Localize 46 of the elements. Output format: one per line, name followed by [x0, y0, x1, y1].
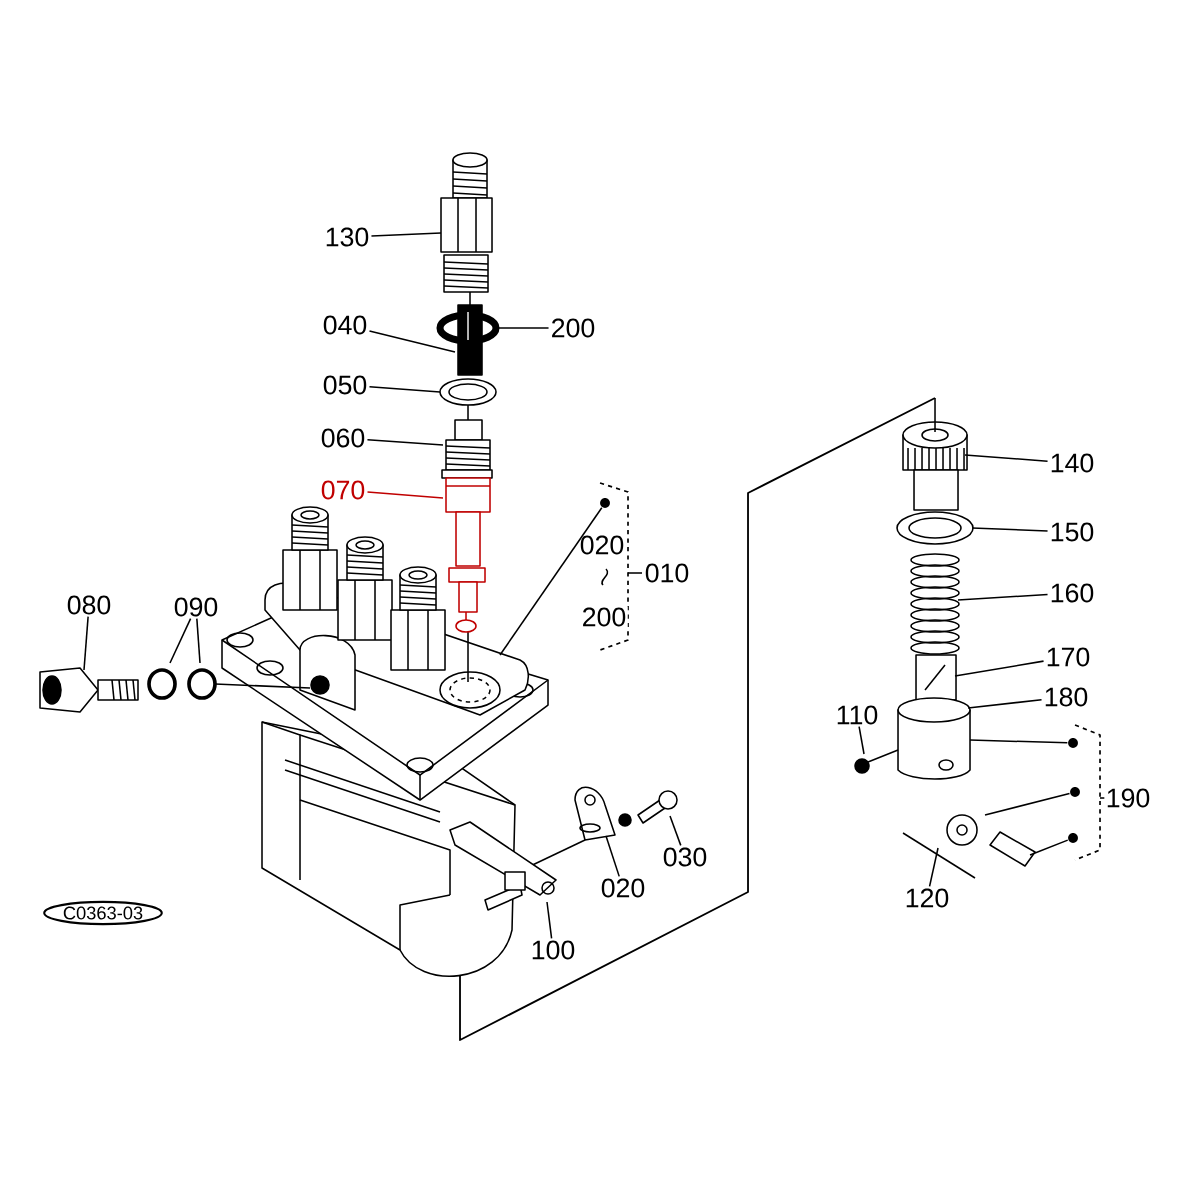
callout-number: 080	[67, 595, 111, 615]
leader-line	[496, 327, 550, 329]
callout-number: 070	[321, 480, 365, 500]
leader-line	[605, 835, 620, 878]
leader-line	[366, 491, 444, 499]
leader-line	[83, 615, 89, 671]
leader-line	[499, 506, 603, 656]
callout-number: 160	[1051, 583, 1094, 603]
callout-number: 200	[552, 318, 595, 338]
callout-number: 020	[601, 878, 645, 898]
callout-number: 110	[837, 705, 878, 725]
callout-number: 120	[906, 888, 949, 908]
drawing-code-label: C0363-03	[43, 900, 163, 926]
leader-line	[858, 725, 865, 755]
leader-line	[954, 660, 1045, 677]
callout-number: 100	[532, 940, 575, 960]
callout-number: 020	[578, 534, 626, 556]
leader-line	[368, 330, 456, 353]
leader-line	[1029, 839, 1069, 856]
callout-number: 150	[1051, 522, 1094, 542]
callout-number: 170	[1047, 647, 1090, 667]
leader-line	[969, 739, 1069, 744]
callout-number: 180	[1045, 687, 1088, 707]
callout-number: 010	[643, 562, 691, 584]
leader-line	[546, 901, 553, 940]
leader-line	[984, 792, 1071, 816]
leader-line	[196, 617, 201, 664]
callout-number: 130	[326, 227, 369, 247]
callout-number: 040	[323, 315, 367, 335]
leader-line	[957, 593, 1049, 601]
leader-line	[370, 232, 442, 237]
leader-line	[368, 386, 441, 393]
callout-number: 190	[1104, 787, 1152, 809]
callout-number: 140	[1051, 453, 1094, 473]
callout-number: 090	[174, 597, 218, 617]
leader-line	[669, 815, 682, 847]
callout-number: 030	[663, 847, 707, 867]
leader-line	[964, 454, 1049, 462]
callout-number: 050	[323, 375, 367, 395]
leader-line	[366, 438, 444, 446]
callout-number: 200	[580, 606, 628, 628]
callout-number: 060	[321, 428, 365, 448]
leader-line	[169, 617, 192, 664]
leader-line	[971, 527, 1049, 532]
leader-line	[928, 847, 939, 888]
leader-line	[967, 698, 1043, 709]
